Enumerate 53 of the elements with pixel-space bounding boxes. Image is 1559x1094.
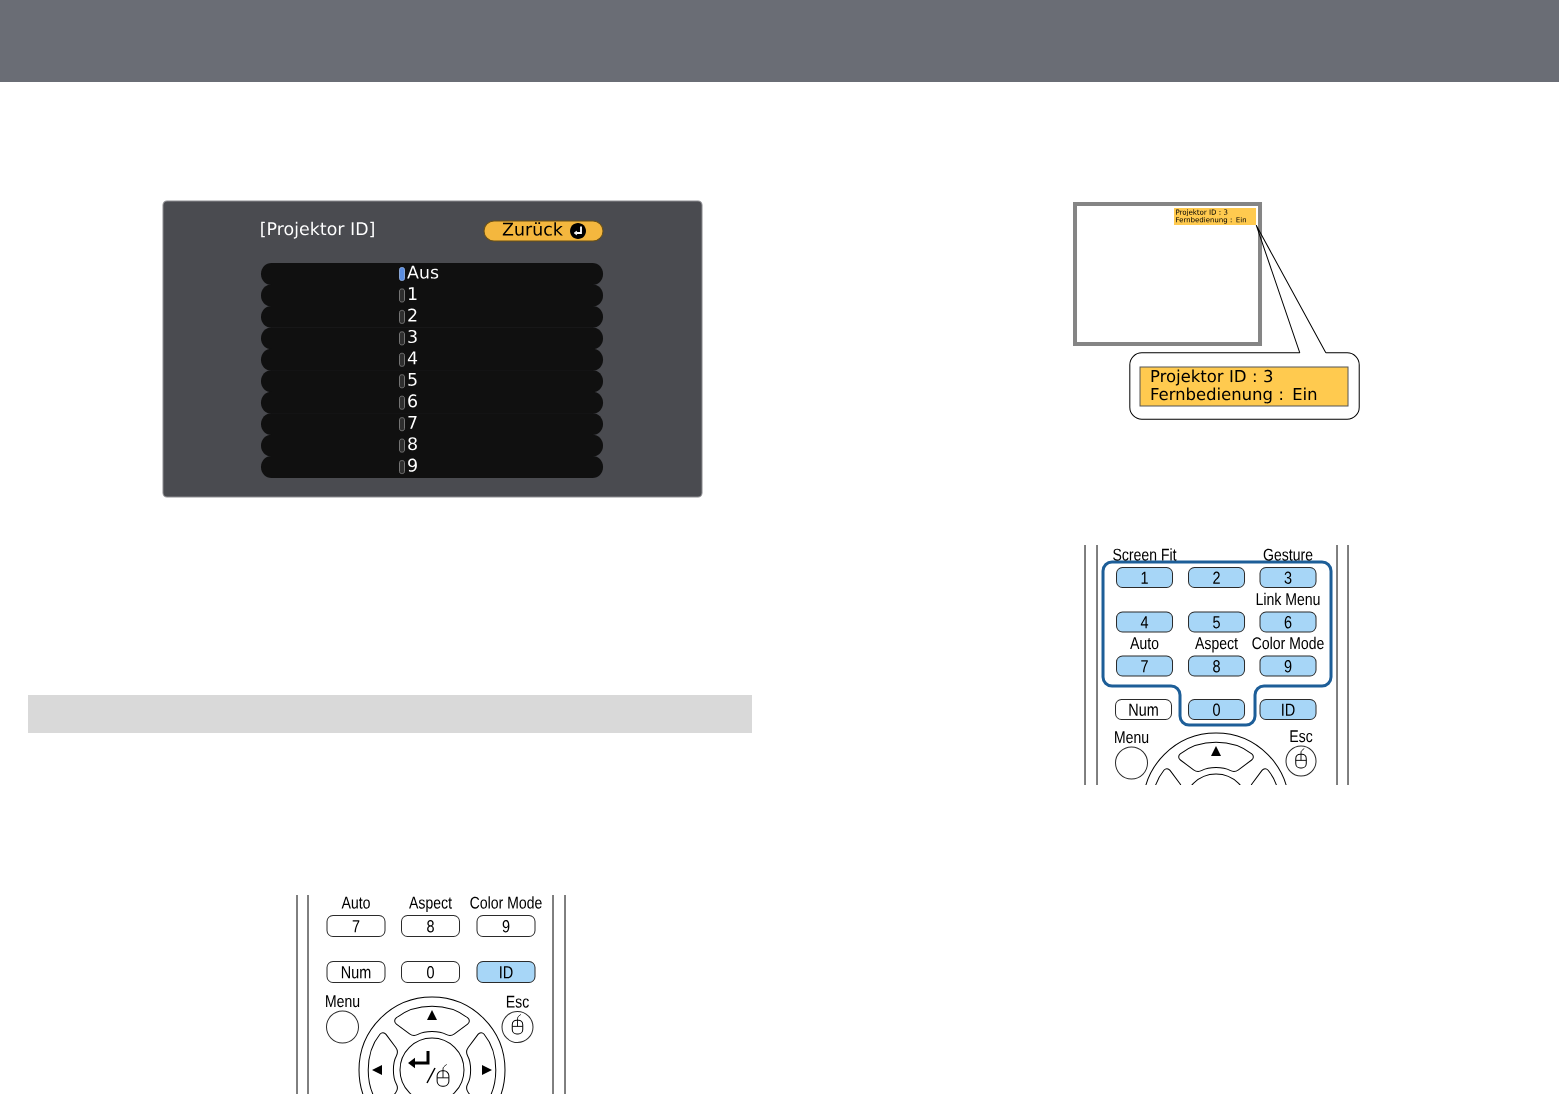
node-label: 9: [408, 458, 417, 472]
remote-button: 9: [1259, 655, 1317, 677]
button-label: Esc: [506, 995, 529, 1008]
menu-option: 9: [261, 456, 603, 478]
remote-button: 3: [1259, 567, 1317, 588]
callout-pointer: [1255, 224, 1327, 354]
round-button: [326, 1010, 359, 1044]
node-label: Aus: [407, 265, 439, 279]
section-bar: [28, 695, 752, 733]
menu-option: Aus: [261, 263, 603, 285]
node-label: 6: [408, 394, 418, 408]
remote-button: ID: [476, 961, 536, 983]
remote-button: Num: [1115, 699, 1172, 720]
remote-button: 8: [401, 915, 460, 937]
remote-button: Num: [326, 961, 386, 983]
node-label: 7: [408, 415, 417, 429]
menu-option: 3: [261, 327, 603, 350]
button-label: Color Mode: [470, 896, 542, 909]
button-label: Auto: [341, 896, 370, 909]
remote-button: 8: [1188, 655, 1245, 677]
node-label: 5: [408, 373, 417, 387]
remote-button: 0: [401, 961, 460, 983]
screen-frame: [1073, 202, 1262, 346]
node-label: 1: [408, 287, 417, 300]
button-label: Auto: [1130, 637, 1159, 650]
remote-button: 0: [1188, 699, 1245, 720]
button-label: Gesture: [1263, 548, 1313, 561]
button-label: Menu: [1115, 731, 1149, 744]
menu-option: 5: [261, 370, 603, 393]
highlight-outline: [1101, 560, 1333, 727]
node-label: 2: [408, 308, 417, 322]
node-label: 8: [408, 437, 417, 451]
node-label: 3: [408, 329, 417, 344]
remote-button: 4: [1116, 611, 1173, 633]
status-display: Projektor ID : 3 Fernbedienung : Ein: [1139, 366, 1349, 407]
round-button: [1115, 746, 1148, 780]
button-label: Link Menu: [1256, 592, 1320, 606]
button-label: Esc: [1290, 730, 1313, 743]
button-label: Aspect: [1195, 637, 1238, 653]
remote-button: ID: [1259, 699, 1317, 720]
remote-button: 5: [1188, 611, 1245, 633]
remote-button: 7: [326, 915, 386, 937]
button-label: Color Mode: [1252, 636, 1324, 650]
remote-button: 7: [1116, 655, 1173, 677]
button-label: Menu: [326, 995, 360, 1008]
remote-button: 1: [1116, 567, 1173, 588]
remote-button: 9: [476, 915, 536, 937]
menu-option: 7: [261, 413, 603, 436]
node-label: 4: [407, 351, 418, 365]
button-label: Screen Fit: [1113, 548, 1177, 561]
remote-button: 6: [1259, 611, 1317, 633]
button-label: Aspect: [409, 896, 452, 913]
remote-button: 2: [1188, 567, 1245, 588]
